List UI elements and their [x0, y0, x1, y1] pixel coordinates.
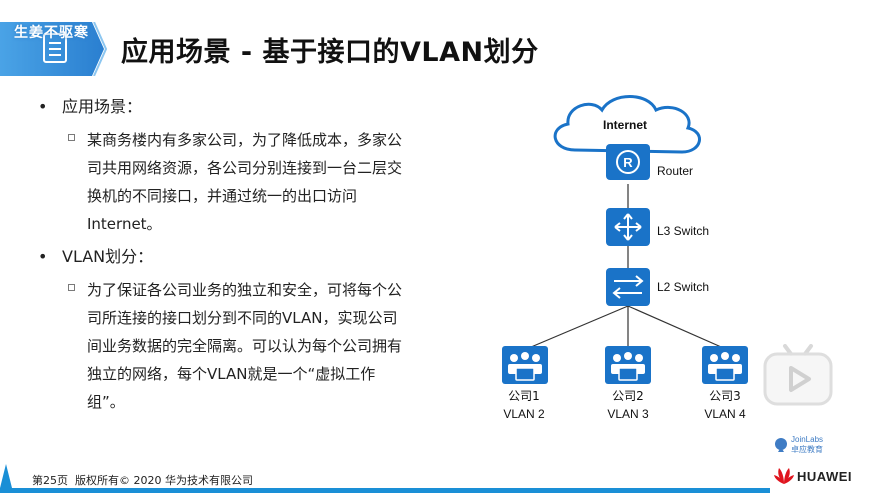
- internet-label: Internet: [603, 118, 647, 132]
- router-glyph: R: [623, 155, 633, 170]
- bullet-scenario: • 应用场景：: [32, 94, 452, 120]
- company-3-vlan: VLAN 4: [704, 407, 746, 421]
- text-line: 司共用网络资源，各公司分别连接到一台二层交: [87, 159, 403, 177]
- overlay-caption: 生姜不驱寒: [14, 25, 89, 41]
- sub-bullet-vlan: 为了保证各公司业务的独立和安全，可将每个公 司所连接的接口划分到不同的VLAN，…: [32, 276, 452, 416]
- copyright-text: 版权所有© 2020 华为技术有限公司: [75, 474, 253, 487]
- footer-line: [0, 488, 770, 493]
- l3-switch-label: L3 Switch: [657, 224, 709, 238]
- company-2-vlan: VLAN 3: [607, 407, 649, 421]
- huawei-logo: HUAWEI: [773, 466, 873, 488]
- footer-accent: [0, 464, 12, 488]
- l2-switch-label: L2 Switch: [657, 280, 709, 294]
- company-1-icon: [502, 346, 548, 384]
- company-1-label: 公司1: [508, 389, 540, 403]
- play-icon: [789, 366, 811, 392]
- company-3-label: 公司3: [709, 389, 741, 403]
- internet-cloud-icon: [553, 95, 701, 154]
- joinlabs-cn: 卓应教育: [791, 445, 823, 454]
- text-line: 间业务数据的完全隔离。可以认为每个公司拥有: [87, 337, 403, 355]
- page-number: 第25页: [32, 474, 68, 487]
- router-icon: R: [606, 144, 650, 180]
- text-line: 为了保证各公司业务的独立和安全，可将每个公: [87, 281, 403, 299]
- joinlabs-logo: JoinLabs 卓应教育: [774, 435, 844, 457]
- play-button[interactable]: [763, 344, 833, 406]
- router-label: Router: [657, 164, 693, 178]
- text-line: 组”。: [87, 393, 125, 411]
- huawei-flower-icon: [774, 468, 794, 484]
- page-title: 应用场景 - 基于接口的VLAN划分: [121, 37, 539, 68]
- company-2-icon: [605, 346, 651, 384]
- joinlabs-icon: [775, 438, 787, 452]
- text-line: 换机的不同接口，并通过统一的出口访问: [87, 187, 358, 205]
- link-line: [627, 305, 729, 351]
- huawei-wordmark: HUAWEI: [797, 469, 852, 484]
- text-line: 某商务楼内有多家公司，为了降低成本，多家公: [87, 131, 403, 149]
- square-bullet-icon: [68, 284, 75, 291]
- company-1-vlan: VLAN 2: [503, 407, 545, 421]
- text-line: 独立的网络，每个VLAN就是一个“虚拟工作: [87, 365, 376, 383]
- sub-bullet-scenario: 某商务楼内有多家公司，为了降低成本，多家公 司共用网络资源，各公司分别连接到一台…: [32, 126, 452, 238]
- company-2-label: 公司2: [612, 389, 644, 403]
- company-3-icon: [702, 346, 748, 384]
- joinlabs-en: JoinLabs: [791, 435, 824, 444]
- header-badge: [0, 22, 108, 76]
- bullet-dot: •: [38, 97, 48, 116]
- bullet-label: 应用场景：: [62, 97, 143, 116]
- content-bullets: • 应用场景： 某商务楼内有多家公司，为了降低成本，多家公 司共用网络资源，各公…: [32, 94, 452, 416]
- l2-switch-icon: [606, 268, 650, 306]
- bullet-label: VLAN划分：: [62, 247, 154, 266]
- link-line: [523, 305, 629, 351]
- l3-switch-icon: [606, 208, 650, 246]
- bullet-dot: •: [38, 247, 48, 266]
- bullet-vlan: • VLAN划分：: [32, 244, 452, 270]
- network-diagram: Internet R Router L3 Switch L2 Switch: [502, 95, 748, 421]
- text-line: 司所连接的接口划分到不同的VLAN，实现公司: [87, 309, 398, 327]
- square-bullet-icon: [68, 134, 75, 141]
- list-icon: [43, 33, 67, 63]
- text-line: Internet。: [87, 215, 162, 233]
